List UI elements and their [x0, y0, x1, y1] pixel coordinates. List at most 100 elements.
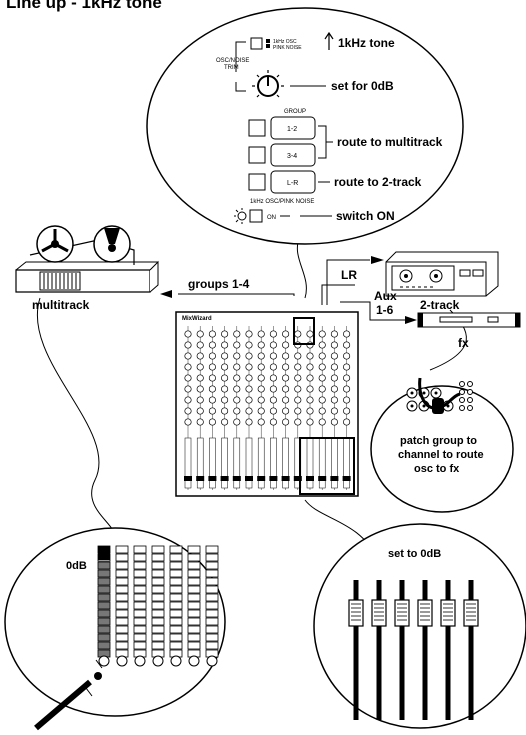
channel-knob[interactable]: [318, 352, 326, 360]
channel-knob[interactable]: [245, 396, 253, 404]
channel-fader-cap[interactable]: [269, 476, 278, 481]
channel-knob[interactable]: [233, 407, 241, 415]
channel-knob[interactable]: [245, 363, 253, 371]
channel-knob[interactable]: [269, 396, 277, 404]
channel-knob[interactable]: [196, 330, 204, 338]
channel-fader-cap[interactable]: [281, 476, 290, 481]
channel-fader-cap[interactable]: [184, 476, 192, 481]
channel-knob[interactable]: [257, 374, 265, 382]
channel-knob[interactable]: [245, 418, 253, 426]
channel-knob[interactable]: [184, 352, 192, 360]
channel-knob[interactable]: [294, 396, 302, 404]
channel-knob[interactable]: [221, 330, 229, 338]
channel-knob[interactable]: [233, 374, 241, 382]
channel-knob[interactable]: [282, 396, 290, 404]
channel-knob[interactable]: [269, 385, 277, 393]
channel-knob[interactable]: [306, 363, 314, 371]
channel-knob[interactable]: [330, 407, 338, 415]
channel-knob[interactable]: [245, 374, 253, 382]
channel-knob[interactable]: [294, 374, 302, 382]
channel-knob[interactable]: [330, 363, 338, 371]
channel-knob[interactable]: [184, 330, 192, 338]
channel-knob[interactable]: [221, 363, 229, 371]
channel-knob[interactable]: [330, 418, 338, 426]
channel-knob[interactable]: [282, 374, 290, 382]
channel-knob[interactable]: [282, 407, 290, 415]
channel-knob[interactable]: [245, 352, 253, 360]
channel-knob[interactable]: [318, 363, 326, 371]
channel-knob[interactable]: [196, 363, 204, 371]
lr-button[interactable]: [270, 170, 316, 194]
channel-knob[interactable]: [318, 407, 326, 415]
channel-knob[interactable]: [233, 330, 241, 338]
trim-knob[interactable]: [252, 70, 284, 98]
channel-fader-cap[interactable]: [318, 476, 327, 481]
channel-knob[interactable]: [306, 385, 314, 393]
channel-knob[interactable]: [318, 396, 326, 404]
channel-knob[interactable]: [282, 363, 290, 371]
channel-knob[interactable]: [245, 407, 253, 415]
channel-knob[interactable]: [208, 407, 216, 415]
channel-knob[interactable]: [221, 407, 229, 415]
channel-knob[interactable]: [196, 407, 204, 415]
channel-knob[interactable]: [184, 363, 192, 371]
channel-knob[interactable]: [245, 341, 253, 349]
channel-knob[interactable]: [196, 352, 204, 360]
channel-knob[interactable]: [269, 418, 277, 426]
channel-knob[interactable]: [318, 374, 326, 382]
channel-knob[interactable]: [221, 396, 229, 404]
channel-knob[interactable]: [318, 418, 326, 426]
channel-knob[interactable]: [330, 385, 338, 393]
channel-knob[interactable]: [294, 418, 302, 426]
channel-knob[interactable]: [233, 418, 241, 426]
channel-knob[interactable]: [282, 352, 290, 360]
channel-knob[interactable]: [294, 385, 302, 393]
channel-knob[interactable]: [282, 341, 290, 349]
channel-knob[interactable]: [208, 363, 216, 371]
channel-fader-cap[interactable]: [257, 476, 266, 481]
channel-knob[interactable]: [196, 418, 204, 426]
channel-knob[interactable]: [257, 418, 265, 426]
channel-knob[interactable]: [196, 385, 204, 393]
channel-knob[interactable]: [257, 352, 265, 360]
channel-knob[interactable]: [269, 407, 277, 415]
channel-knob[interactable]: [294, 352, 302, 360]
channel-knob[interactable]: [257, 396, 265, 404]
channel-knob[interactable]: [208, 418, 216, 426]
channel-knob[interactable]: [330, 330, 338, 338]
osc-on-switch[interactable]: [249, 209, 263, 223]
channel-knob[interactable]: [306, 396, 314, 404]
channel-knob[interactable]: [343, 341, 351, 349]
channel-knob[interactable]: [208, 385, 216, 393]
channel-knob[interactable]: [282, 418, 290, 426]
channel-knob[interactable]: [208, 341, 216, 349]
channel-knob[interactable]: [343, 407, 351, 415]
channel-knob[interactable]: [330, 341, 338, 349]
channel-knob[interactable]: [343, 396, 351, 404]
channel-knob[interactable]: [184, 396, 192, 404]
channel-knob[interactable]: [343, 352, 351, 360]
channel-knob[interactable]: [343, 363, 351, 371]
channel-knob[interactable]: [269, 374, 277, 382]
channel-knob[interactable]: [196, 341, 204, 349]
channel-knob[interactable]: [257, 341, 265, 349]
channel-knob[interactable]: [269, 363, 277, 371]
channel-knob[interactable]: [330, 374, 338, 382]
channel-knob[interactable]: [318, 341, 326, 349]
fader-cap[interactable]: [348, 599, 364, 627]
fader-cap[interactable]: [394, 599, 410, 627]
channel-knob[interactable]: [343, 374, 351, 382]
channel-knob[interactable]: [245, 385, 253, 393]
channel-knob[interactable]: [306, 374, 314, 382]
channel-knob[interactable]: [196, 374, 204, 382]
channel-knob[interactable]: [294, 330, 302, 338]
channel-knob[interactable]: [221, 374, 229, 382]
channel-knob[interactable]: [208, 352, 216, 360]
channel-knob[interactable]: [233, 341, 241, 349]
channel-knob[interactable]: [269, 341, 277, 349]
channel-knob[interactable]: [257, 407, 265, 415]
channel-knob[interactable]: [245, 330, 253, 338]
channel-knob[interactable]: [306, 352, 314, 360]
osc-select-square[interactable]: [250, 37, 263, 50]
fader-cap[interactable]: [463, 599, 479, 627]
